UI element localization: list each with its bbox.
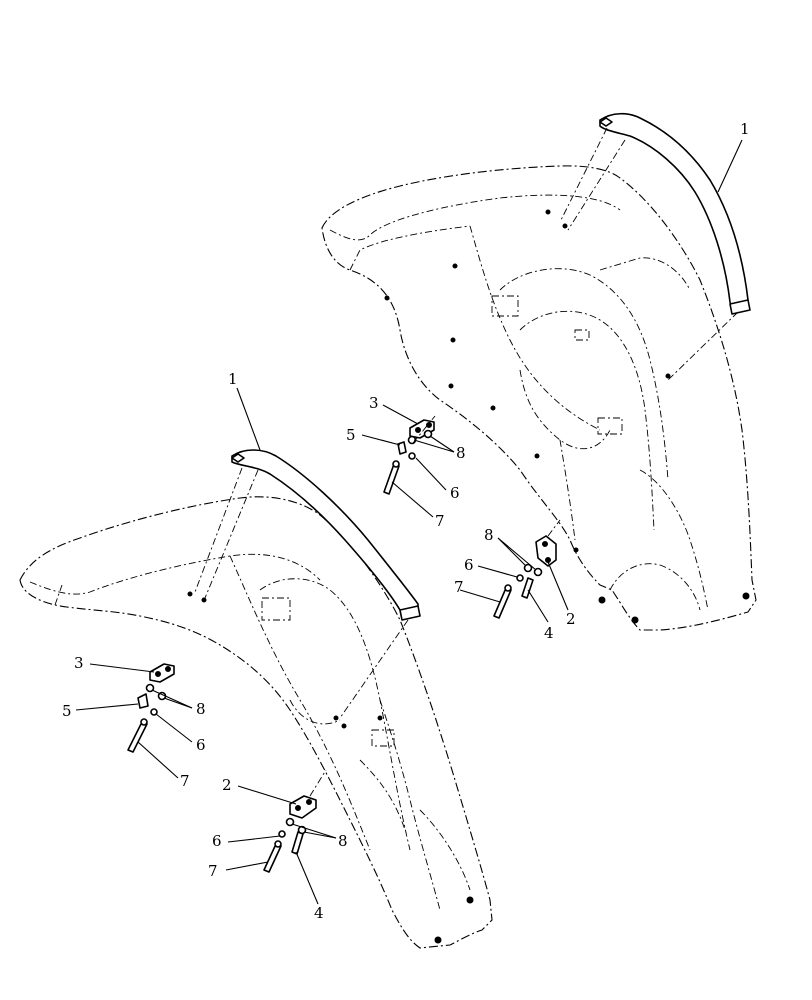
callout-4-left: 4 <box>314 904 324 922</box>
callout-1-left: 1 <box>228 370 238 388</box>
fender-right-outline <box>321 165 757 631</box>
handle-left <box>231 449 421 621</box>
callout-2-left: 2 <box>222 776 232 794</box>
callout-7-right-upper: 7 <box>435 512 445 530</box>
hardware-right-upper <box>383 415 436 495</box>
callout-6-left-lower: 6 <box>212 832 222 850</box>
callout-8-right-lower: 8 <box>484 526 494 544</box>
callout-5-left: 5 <box>62 702 72 720</box>
fender-left-outline <box>19 496 493 949</box>
handle-right <box>599 112 751 315</box>
callout-5-right: 5 <box>346 426 356 444</box>
callout-6-right-upper: 6 <box>450 484 460 502</box>
callout-6-left-upper: 6 <box>196 736 206 754</box>
hardware-left-upper <box>127 663 175 753</box>
callout-7-left-upper: 7 <box>180 772 190 790</box>
leader-lines <box>75 139 743 905</box>
callout-4-right: 4 <box>544 624 554 642</box>
callout-8-left-lower: 8 <box>338 832 348 850</box>
callout-6-right-lower: 6 <box>464 556 474 574</box>
callout-2-right: 2 <box>566 610 576 628</box>
callout-8-left-upper: 8 <box>196 700 206 718</box>
callout-3-right: 3 <box>369 394 379 412</box>
callout-7-right-lower: 7 <box>454 578 464 596</box>
hardware-left-lower <box>263 769 327 873</box>
hardware-right-lower <box>493 519 561 619</box>
callout-labels: 1 1 3 5 8 6 7 8 6 7 4 2 3 5 8 6 7 2 6 8 … <box>62 120 750 922</box>
callout-7-left-lower: 7 <box>208 862 218 880</box>
callout-1-right: 1 <box>740 120 750 138</box>
callout-8-right-upper: 8 <box>456 444 466 462</box>
callout-3-left: 3 <box>74 654 84 672</box>
